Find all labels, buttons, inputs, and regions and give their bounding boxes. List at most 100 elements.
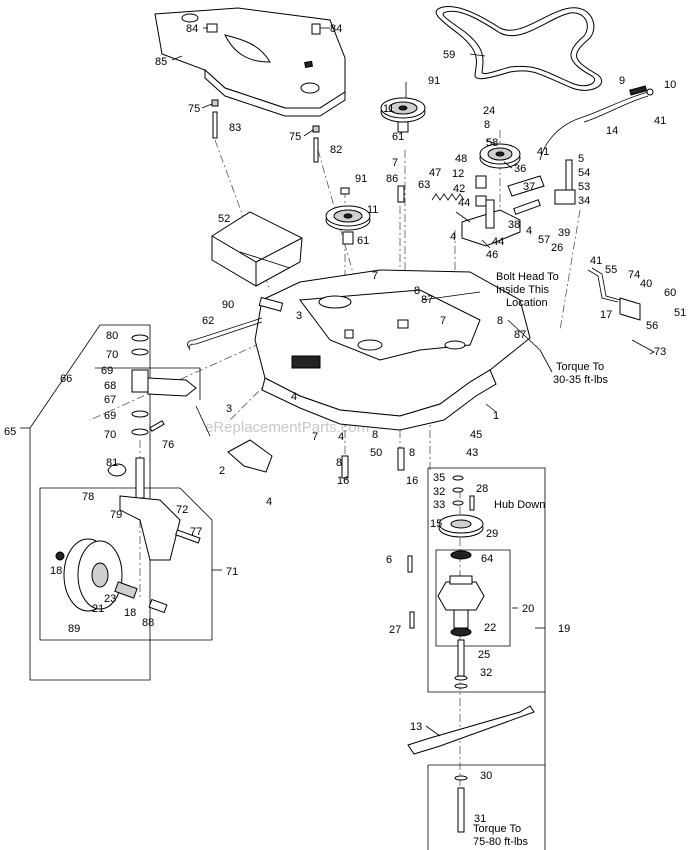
control-cable [539, 85, 654, 161]
label-47: 47 [429, 167, 441, 179]
pulley-11-mid [325, 205, 371, 245]
label-4: 4 [526, 225, 532, 237]
label-32: 32 [480, 667, 492, 679]
leader-lines [20, 27, 553, 737]
label-3: 3 [296, 310, 302, 322]
pulley-58 [479, 143, 521, 169]
label-8: 8 [497, 315, 503, 327]
label-36: 36 [514, 163, 526, 175]
label-48: 48 [455, 153, 467, 165]
bolt-27 [409, 611, 415, 629]
bracket-56 [619, 297, 641, 321]
note-hub-down: Hub Down [494, 499, 545, 511]
label-61: 61 [357, 235, 369, 247]
label-69: 69 [101, 365, 113, 377]
rod-73 [631, 339, 655, 355]
label-27: 27 [389, 624, 401, 636]
label-69: 69 [104, 410, 116, 422]
idler-bracket [461, 159, 576, 247]
note-bolt-head-3: Location [506, 297, 548, 309]
label-14: 14 [606, 125, 618, 137]
label-18: 18 [124, 607, 136, 619]
label-12: 12 [452, 168, 464, 180]
label-6: 6 [386, 554, 392, 566]
label-11: 11 [367, 204, 378, 216]
label-91: 91 [428, 75, 440, 87]
label-53: 53 [578, 181, 590, 193]
bolt-91 [340, 187, 350, 195]
label-81: 81 [106, 457, 118, 469]
label-62: 62 [202, 315, 214, 327]
label-24: 24 [483, 105, 495, 117]
label-50: 50 [370, 447, 382, 459]
label-7: 7 [312, 431, 318, 443]
bolt-6 [407, 555, 413, 573]
spindle-pulley [438, 514, 484, 538]
note-bolt-head-2: Inside This [496, 284, 549, 296]
label-8: 8 [409, 447, 415, 459]
label-4: 4 [266, 496, 272, 508]
label-70: 70 [106, 349, 118, 361]
label-71: 71 [226, 566, 238, 578]
caster-spindle [131, 334, 197, 499]
caster-fork [119, 495, 181, 561]
discharge-chute [211, 211, 303, 287]
label-75: 75 [289, 131, 301, 143]
note-torque-1-line1: Torque To [556, 361, 604, 373]
label-89: 89 [68, 623, 80, 635]
knob-84-left [206, 23, 218, 33]
label-84: 84 [186, 23, 198, 35]
label-88: 88 [142, 617, 154, 629]
label-79: 79 [110, 509, 122, 521]
spindle-hardware-top [452, 475, 475, 511]
label-43: 43 [466, 447, 478, 459]
label-22: 22 [484, 622, 496, 634]
label-44: 44 [492, 236, 504, 248]
label-25: 25 [478, 649, 490, 661]
note-bolt-head-1: Bolt Head To [496, 271, 559, 283]
label-28: 28 [476, 483, 488, 495]
label-32: 32 [433, 486, 445, 498]
rod-62 [187, 317, 263, 351]
label-7: 7 [392, 157, 398, 169]
label-4: 4 [338, 431, 344, 443]
label-57: 57 [538, 234, 550, 246]
label-15: 15 [430, 518, 442, 530]
bracket-90 [258, 296, 284, 312]
label-51: 51 [674, 307, 686, 319]
label-56: 56 [646, 320, 658, 332]
label-41: 41 [537, 146, 549, 158]
label-83: 83 [229, 122, 241, 134]
label-78: 78 [82, 491, 94, 503]
label-87: 87 [514, 329, 526, 341]
deck-cover [154, 7, 346, 117]
label-4: 4 [450, 231, 456, 243]
label-8: 8 [484, 119, 490, 131]
label-4: 4 [291, 391, 297, 403]
label-72: 72 [176, 504, 188, 516]
label-63: 63 [418, 179, 430, 191]
label-54: 54 [578, 167, 590, 179]
label-8: 8 [372, 429, 378, 441]
label-2: 2 [219, 465, 225, 477]
label-8: 8 [414, 285, 420, 297]
label-45: 45 [470, 429, 482, 441]
label-70: 70 [104, 429, 116, 441]
pin-76 [149, 420, 165, 432]
label-18: 18 [50, 565, 62, 577]
drive-belt [435, 6, 603, 91]
note-torque-2-line1: Torque To [473, 823, 521, 835]
label-35: 35 [433, 472, 445, 484]
blade-bolt [454, 775, 468, 833]
label-64: 64 [481, 553, 493, 565]
label-26: 26 [551, 242, 563, 254]
label-16: 16 [406, 475, 418, 487]
label-17: 17 [600, 309, 612, 321]
label-58: 58 [486, 137, 498, 149]
stud-83 [211, 99, 219, 139]
label-68: 68 [104, 380, 116, 392]
label-75: 75 [188, 103, 200, 115]
label-80: 80 [106, 330, 118, 342]
label-1: 1 [493, 410, 499, 422]
